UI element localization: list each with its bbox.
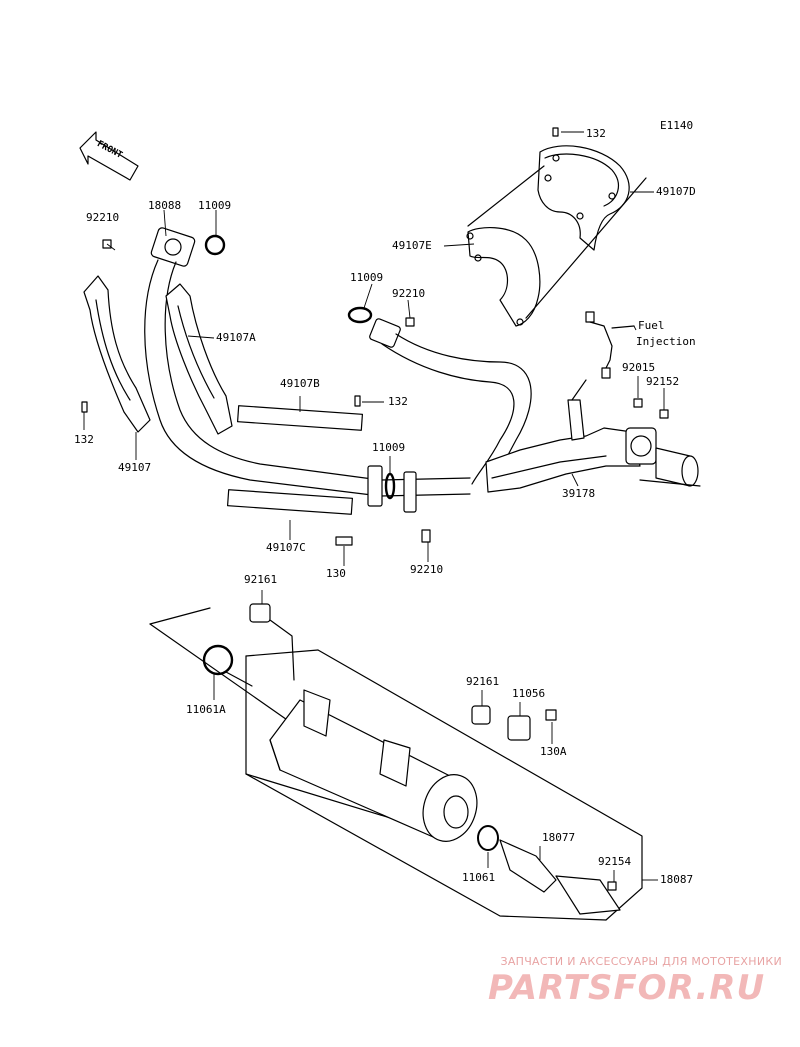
callout-49107: 49107: [118, 461, 152, 474]
heat-guard-49107C: [226, 489, 354, 515]
callout-130A: 130A: [540, 745, 567, 758]
callout-11009-upper: 11009: [350, 271, 384, 284]
callout-18077: 18077: [542, 831, 576, 844]
callout-49107E: 49107E: [392, 239, 432, 252]
watermark-logo: PARTSFOR.RU: [488, 968, 766, 1008]
callout-11061: 11061: [462, 871, 496, 884]
heat-guard-lower: [466, 226, 541, 327]
callout-49107D: 49107D: [656, 185, 696, 198]
callout-132-top: 132: [586, 127, 606, 140]
callout-11009-mid: 11009: [372, 441, 406, 454]
bolt-132-mid: [354, 395, 361, 407]
callout-92210-lower: 92210: [410, 563, 444, 576]
header-pipe-left: [144, 227, 471, 497]
nut-92015: [633, 398, 643, 408]
callout-132-left: 132: [74, 433, 94, 446]
diagram-code: E1140: [660, 119, 694, 132]
callout-11061A: 11061A: [186, 703, 226, 716]
callout-130: 130: [326, 567, 346, 580]
nut-92210-left: [102, 239, 112, 249]
oxygen-sensor: [585, 311, 635, 379]
muffler-assembly: [149, 603, 643, 921]
callout-92015: 92015: [622, 361, 656, 374]
callout-injection: Injection: [636, 335, 696, 348]
bolt-132-left: [81, 401, 88, 413]
watermark-tagline: ЗАПЧАСТИ И АКСЕССУАРЫ ДЛЯ МОТОТЕХНИКИ: [500, 955, 782, 968]
collector-39178: [485, 399, 699, 493]
callout-49107A: 49107A: [216, 331, 256, 344]
nut-92210-upper: [405, 317, 415, 327]
callout-11009-left: 11009: [198, 199, 232, 212]
callout-49107C: 49107C: [266, 541, 306, 554]
callout-92152: 92152: [646, 375, 680, 388]
heat-guard-49107: [83, 275, 151, 433]
washer-92152: [659, 409, 669, 419]
callout-92161-top: 92161: [244, 573, 278, 586]
front-arrow-icon: [79, 131, 139, 181]
callout-92210-upper: 92210: [392, 287, 426, 300]
heat-guard-49107B: [236, 405, 364, 431]
header-pipe-right: [347, 306, 532, 485]
callout-fuel: Fuel: [638, 319, 665, 332]
callout-11056: 11056: [512, 687, 546, 700]
heat-guard-49107A: [165, 283, 233, 435]
bolt-130: [335, 536, 353, 546]
callout-18088: 18088: [148, 199, 182, 212]
nut-92210: [421, 529, 431, 543]
bolt-132-top: [552, 127, 559, 137]
callout-92161-lower: 92161: [466, 675, 500, 688]
callout-49107B: 49107B: [280, 377, 320, 390]
callout-39178: 39178: [562, 487, 596, 500]
callout-132-mid: 132: [388, 395, 408, 408]
heat-guard-upper: [537, 145, 630, 251]
callout-18087: 18087: [660, 873, 694, 886]
flange-gasket-mid: [367, 465, 417, 513]
callout-92210-left: 92210: [86, 211, 120, 224]
callout-92154: 92154: [598, 855, 632, 868]
